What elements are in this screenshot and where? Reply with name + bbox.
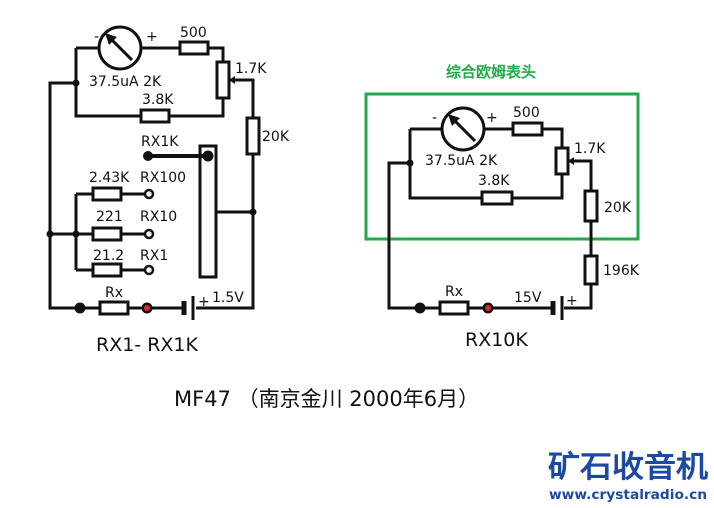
meter-minus: - xyxy=(94,29,99,45)
rx100-contact[interactable] xyxy=(143,188,155,200)
resistor-221 xyxy=(91,226,123,242)
label-rx1: RX1 xyxy=(140,248,168,264)
resistor-rx xyxy=(438,300,470,316)
label-196k: 196K xyxy=(603,263,640,279)
resistor-2.43k xyxy=(91,186,123,202)
meter-loop-wire xyxy=(408,127,564,200)
label-2.43k: 2.43K xyxy=(89,170,130,186)
caption-left: RX1- RX1K xyxy=(96,334,199,356)
left-circuit: - + 37.5uA 2K 500 1.7K 3.8K 20K RX1K 2.4… xyxy=(46,25,290,356)
rx1k-contact[interactable] xyxy=(143,151,153,161)
label-rx: Rx xyxy=(105,285,123,301)
rx1-contact[interactable] xyxy=(143,264,155,276)
resistor-20k xyxy=(583,189,599,223)
resistor-21.2 xyxy=(91,262,123,278)
diagram-title: MF47 （南京金川 2000年6月） xyxy=(174,387,479,411)
label-20k: 20K xyxy=(262,129,290,145)
battery-plus: + xyxy=(198,294,210,310)
rx10-contact[interactable] xyxy=(143,228,155,240)
left-rail-wire xyxy=(48,81,80,310)
label-1.7k: 1.7K xyxy=(235,61,267,77)
caption-right: RX10K xyxy=(465,329,528,351)
brand-logo: 矿石收音机 xyxy=(548,450,708,485)
probe-black[interactable] xyxy=(74,302,86,314)
label-21.2: 21.2 xyxy=(93,248,124,264)
resistor-rx xyxy=(98,300,130,316)
label-rx100: RX100 xyxy=(140,170,186,186)
label-rx10: RX10 xyxy=(140,209,177,225)
label-500: 500 xyxy=(180,25,207,41)
resistor-500 xyxy=(511,121,544,137)
potentiometer-1.7k xyxy=(554,146,570,176)
resistor-500 xyxy=(178,40,210,56)
probe-red[interactable] xyxy=(144,305,150,311)
brand-url[interactable]: www.crystalradio.cn xyxy=(549,488,707,503)
right-circuit: 综合欧姆表头 - + 37.5uA 2K 500 1.7K 3.8K 20K 1… xyxy=(364,63,640,351)
bottom-wire xyxy=(387,161,553,310)
box-title: 综合欧姆表头 xyxy=(446,63,536,81)
meter-label: 37.5uA 2K xyxy=(425,153,498,169)
label-3.8k: 3.8K xyxy=(142,92,174,108)
resistor-3.8k xyxy=(139,108,171,124)
label-3.8k: 3.8K xyxy=(478,173,510,189)
meter-plus: + xyxy=(486,110,498,126)
meter-plus: + xyxy=(146,29,158,45)
meter-minus: - xyxy=(432,110,437,126)
label-221: 221 xyxy=(96,209,123,225)
wire-20k xyxy=(196,78,255,310)
resistor-3.8k xyxy=(480,190,514,206)
resistor-20k xyxy=(245,116,261,156)
label-1.7k: 1.7K xyxy=(574,141,606,157)
ohm-meter-box xyxy=(364,92,640,241)
probe-black[interactable] xyxy=(414,302,426,314)
probe-red[interactable] xyxy=(485,305,491,311)
potentiometer-1.7k xyxy=(215,60,231,100)
meter-label: 37.5uA 2K xyxy=(89,74,162,90)
label-rx1k: RX1K xyxy=(141,134,179,150)
label-500: 500 xyxy=(513,105,540,121)
label-rx: Rx xyxy=(445,284,463,300)
range-switch[interactable] xyxy=(198,144,218,279)
label-1.5v: 1.5V xyxy=(212,290,244,306)
battery-plus: + xyxy=(566,293,578,309)
resistor-196k xyxy=(583,254,599,286)
right-series-wire xyxy=(564,159,593,310)
meter-loop-wire xyxy=(74,46,225,118)
label-15v: 15V xyxy=(514,290,542,306)
label-20k: 20K xyxy=(604,200,632,216)
